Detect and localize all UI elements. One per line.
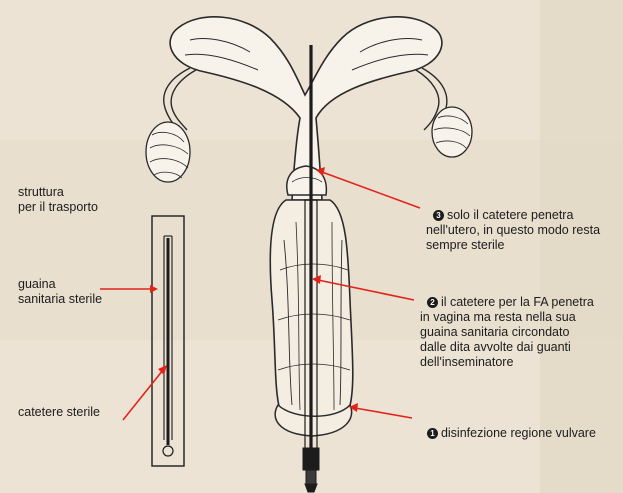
step-1-number: 1 [427,428,438,439]
step-1-text: disinfezione regione vulvare [441,426,596,440]
step-2-text: il catetere per la FA penetra in vagina … [420,295,594,369]
label-sterile-catheter: catetere sterile [18,405,100,420]
step-3-text: solo il catetere penetra nell'utero, in … [426,208,600,252]
label-transport-structure: struttura per il trasporto [18,185,98,215]
ovary-right [432,107,472,157]
ovary-left [146,122,190,182]
step-2-number: 2 [427,297,438,308]
step-3-number: 3 [433,210,444,221]
label-sterile-sheath: guaina sanitaria sterile [18,277,102,307]
